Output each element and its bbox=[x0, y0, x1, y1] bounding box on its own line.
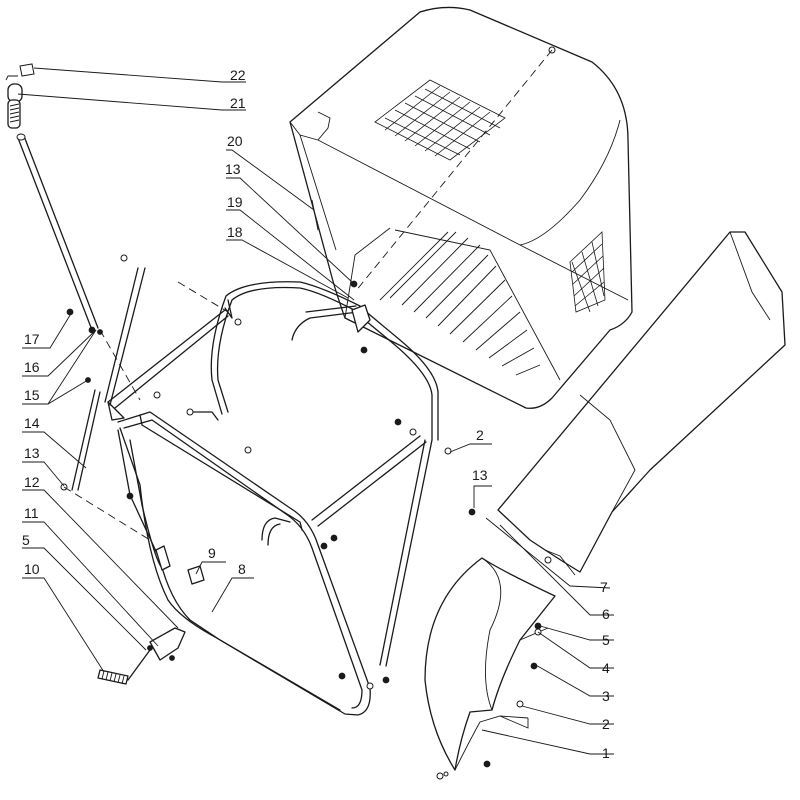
callout-18: 18 bbox=[227, 224, 243, 240]
grass-bag bbox=[289, 6, 633, 409]
callout-13-right: 13 bbox=[472, 467, 488, 483]
callout-4: 4 bbox=[602, 660, 610, 676]
assembly-line-bag bbox=[354, 49, 553, 293]
callout-numbers: 22 21 20 13 19 18 17 16 15 14 13 12 11 5… bbox=[22, 67, 610, 761]
callout-6: 6 bbox=[602, 606, 610, 622]
callout-7: 7 bbox=[600, 579, 608, 595]
callout-13-top: 13 bbox=[225, 161, 241, 177]
assembly-line-upper bbox=[177, 281, 229, 313]
callout-15: 15 bbox=[24, 387, 40, 403]
callout-19: 19 bbox=[227, 194, 243, 210]
callout-14: 14 bbox=[24, 415, 40, 431]
height-adjuster-rod bbox=[5, 63, 99, 331]
latch-assembly bbox=[97, 627, 186, 685]
callout-16: 16 bbox=[24, 359, 40, 375]
callout-5-right: 5 bbox=[602, 632, 610, 648]
upper-handle-bar bbox=[210, 281, 439, 441]
callout-2-lower: 2 bbox=[602, 716, 610, 732]
callout-20: 20 bbox=[227, 133, 243, 149]
callout-9: 9 bbox=[208, 545, 216, 561]
hardware bbox=[60, 254, 542, 780]
deflector-flap bbox=[424, 557, 556, 771]
callout-11: 11 bbox=[24, 505, 39, 521]
assembly-line-rod bbox=[99, 329, 141, 401]
callout-8: 8 bbox=[238, 561, 246, 577]
callout-leaders bbox=[17, 67, 614, 755]
callout-10: 10 bbox=[24, 561, 40, 577]
assembly-line-left bbox=[63, 486, 151, 541]
callout-2-upper: 2 bbox=[476, 427, 484, 443]
discharge-chute bbox=[497, 231, 786, 576]
callout-3: 3 bbox=[602, 688, 610, 704]
callout-1: 1 bbox=[602, 745, 610, 761]
callout-22: 22 bbox=[230, 67, 246, 83]
callout-12: 12 bbox=[24, 474, 40, 490]
callout-21: 21 bbox=[230, 95, 246, 111]
callout-17: 17 bbox=[24, 331, 40, 347]
pin-9 bbox=[155, 545, 205, 585]
callout-5-left: 5 bbox=[22, 532, 30, 548]
callout-13-left: 13 bbox=[24, 445, 40, 461]
